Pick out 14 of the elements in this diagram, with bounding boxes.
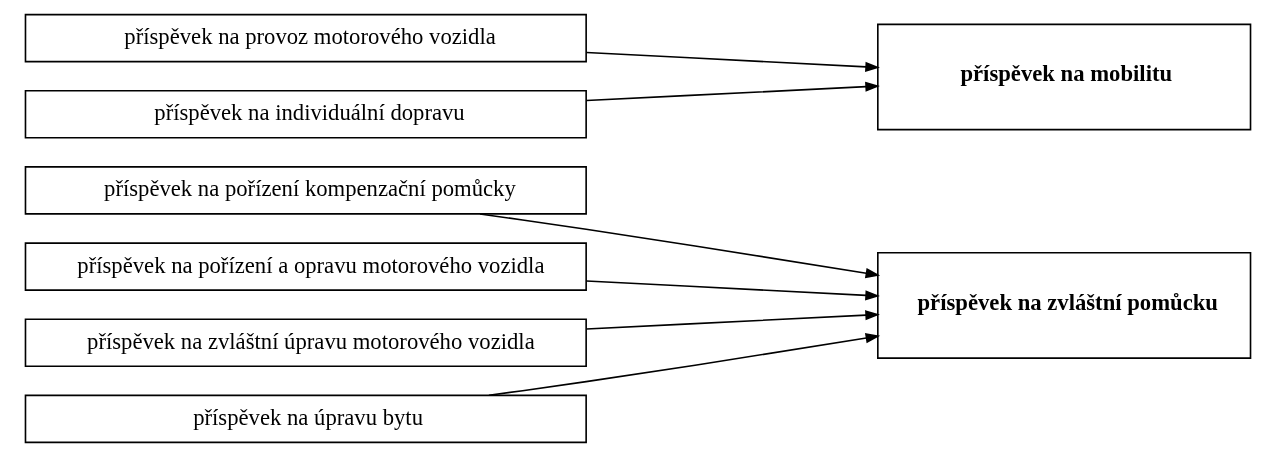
node-box: příspěvek na provoz motorového vozidla	[24, 13, 587, 63]
arrow	[585, 280, 880, 301]
arrow	[585, 310, 880, 330]
node-box: příspěvek na mobilitu	[877, 23, 1252, 131]
node-box: příspěvek na zvláštní úpravu motorového vozidla	[24, 318, 587, 368]
node-box: příspěvek na zvláštní pomůcku	[877, 252, 1252, 359]
node-box: příspěvek na úpravu bytu	[24, 394, 587, 444]
arrow	[488, 333, 881, 397]
node-box: příspěvek na pořízení kompenzační pomůcky	[24, 166, 587, 215]
arrow	[479, 213, 881, 279]
arrow	[585, 51, 880, 72]
node-box: příspěvek na individuální dopravu	[24, 89, 587, 139]
node-box: příspěvek na pořízení a opravu motorového vozidla	[24, 242, 587, 291]
arrow	[585, 81, 880, 102]
